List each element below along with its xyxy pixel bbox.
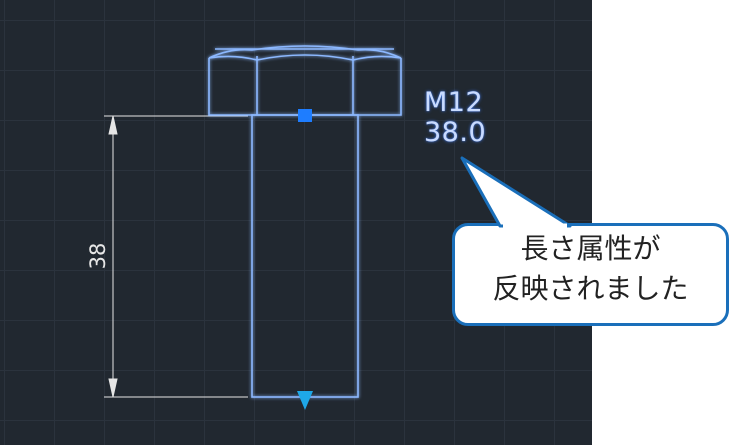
- attribute-length[interactable]: 38.0: [424, 117, 487, 148]
- attribute-size[interactable]: M12: [424, 87, 484, 118]
- bolt-drawing: [104, 45, 402, 410]
- cad-drawing-canvas[interactable]: 38 M12 38.0: [0, 0, 592, 445]
- callout-line-2: 反映されました: [492, 272, 689, 305]
- dimension-arrow-top: [108, 115, 118, 135]
- bolt-head-chamfer: [208, 45, 402, 59]
- stretch-grip[interactable]: [297, 391, 313, 410]
- callout-bubble: [452, 223, 729, 326]
- bolt-head-arcs: [208, 54, 402, 61]
- callout-line-1: 長さ属性が: [520, 232, 661, 265]
- dimension-arrow-bottom: [108, 378, 118, 398]
- callout-text: 長さ属性が 反映されました: [452, 229, 729, 309]
- page-margin: [592, 0, 737, 445]
- base-point-grip[interactable]: [298, 109, 312, 122]
- length-dimension[interactable]: [104, 115, 248, 398]
